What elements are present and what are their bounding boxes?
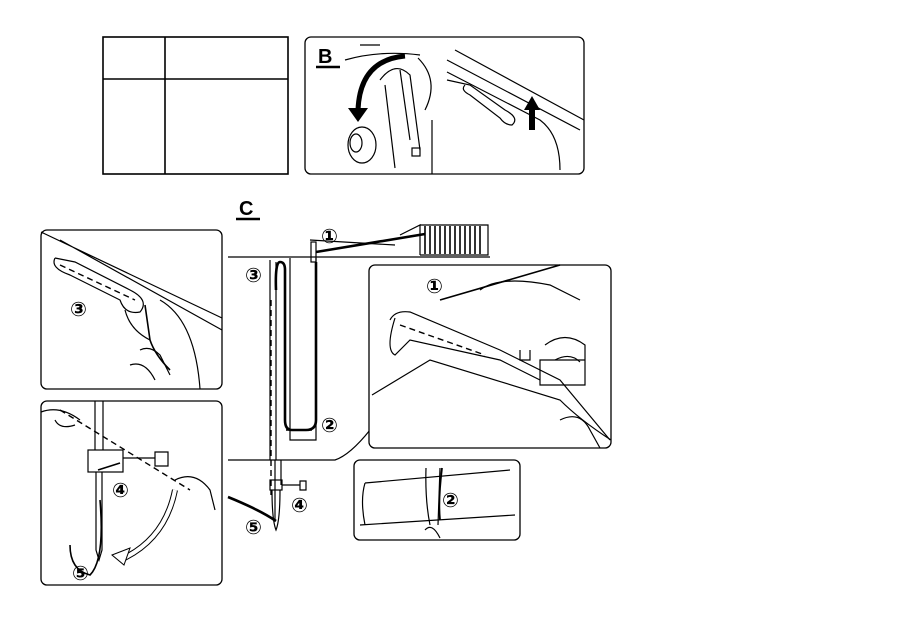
panel-step-1-thread-guide: ①: [368, 264, 612, 449]
figure-label-c: C: [239, 198, 253, 220]
thread-spool: [420, 224, 489, 256]
step-3-label: ③: [245, 263, 262, 287]
panel-step-4-5-needle: ④ ⑤: [40, 400, 223, 586]
panel-step-2-thread-channel: ②: [353, 459, 521, 541]
panel-2-step-label: ②: [442, 488, 459, 512]
panel-b-handwheel: B: [304, 36, 585, 175]
thread-guide-screw: [539, 336, 586, 386]
figure-label-b: B: [318, 46, 332, 68]
panel-5-step-label: ⑤: [72, 561, 89, 585]
panel-1-step-label: ①: [426, 274, 443, 298]
panel-3-step-label: ③: [70, 297, 87, 321]
step-4-label: ④: [291, 493, 308, 517]
panel-4-step-label: ④: [112, 478, 129, 502]
curved-arrow-icon: [111, 547, 131, 566]
rotate-arrow-icon: [348, 108, 368, 122]
step-2-label: ②: [321, 413, 338, 437]
step-1-label: ①: [321, 224, 338, 248]
empty-table: [102, 36, 289, 175]
machine-head-drawing: ① ③ ② ④ ⑤: [227, 224, 490, 539]
up-arrow-icon: [524, 96, 540, 110]
step-5-label: ⑤: [245, 515, 262, 539]
hand-drawing: [379, 68, 421, 169]
panel-step-3-take-up-lever: ③: [40, 229, 223, 390]
